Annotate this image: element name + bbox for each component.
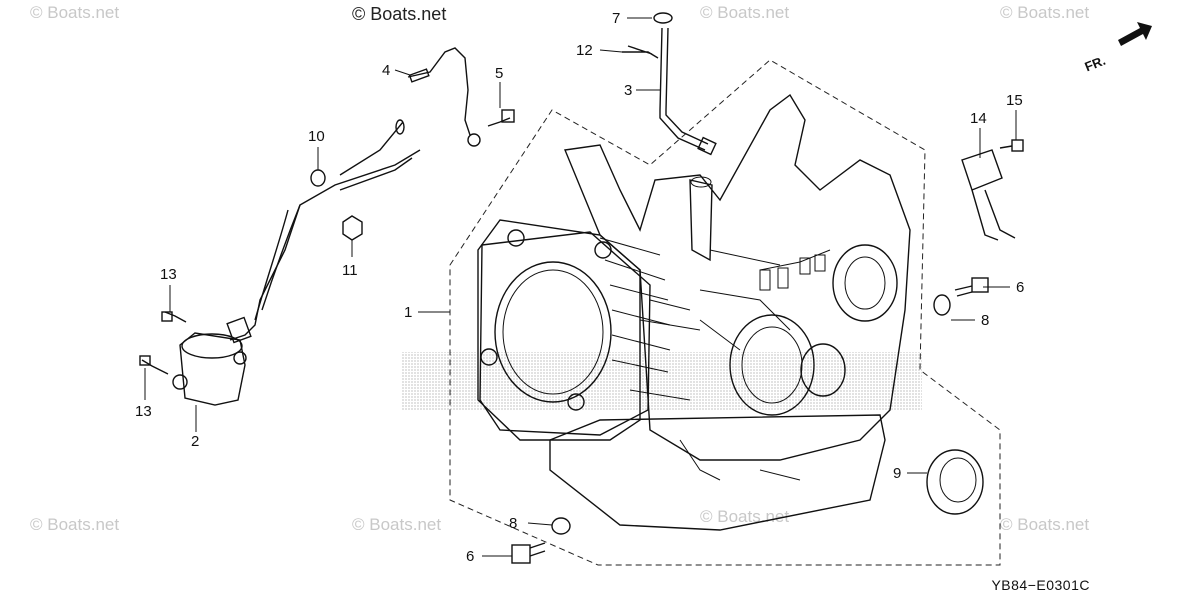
oil-seal-9 <box>926 449 984 515</box>
oil-dipstick <box>659 27 717 156</box>
watermark-top-right-a: © Boats.net <box>700 3 789 22</box>
sensor-14 <box>961 149 1016 241</box>
bolt-6-lower <box>511 542 546 564</box>
leader-lines <box>144 17 1017 557</box>
watermark-bottom-center: © Boats.net <box>352 515 441 534</box>
bolt-5 <box>487 109 515 127</box>
nut-11 <box>342 215 363 241</box>
bolt-6-upper <box>954 277 989 297</box>
callout-11: 11 <box>342 262 358 279</box>
oil-sensor-wire <box>172 119 421 406</box>
callout-15: 15 <box>1006 92 1023 109</box>
ignition-wire <box>407 47 481 147</box>
watermark-top-left: © Boats.net <box>30 3 119 22</box>
bolt-15 <box>999 139 1024 152</box>
bolt-13-lower <box>139 355 169 375</box>
bolt-13-upper <box>161 311 187 323</box>
cylinder-barrel <box>477 219 671 441</box>
callout-3: 3 <box>624 82 632 99</box>
front-direction-label: FR. <box>1083 53 1108 75</box>
callout-8-lower: 8 <box>509 515 517 532</box>
callout-14: 14 <box>970 110 987 127</box>
clip-12 <box>622 45 659 59</box>
watermark-bottom-left: © Boats.net <box>30 515 119 534</box>
callout-1: 1 <box>404 304 412 321</box>
watermark-bottom-mid: © Boats.net <box>700 507 789 526</box>
watermark-top-center: © Boats.net <box>352 4 446 24</box>
front-direction-arrow: FR. <box>1083 22 1152 74</box>
assembly-outline <box>449 59 1001 566</box>
callout-13-upper: 13 <box>160 266 177 283</box>
crankcase-body <box>549 93 911 531</box>
washer-8-upper <box>933 294 951 316</box>
callout-5: 5 <box>495 65 503 82</box>
diagram-code: YB84−E0301C <box>991 577 1090 593</box>
washer-8-lower <box>551 517 571 535</box>
callout-4: 4 <box>382 62 390 79</box>
callout-8-upper: 8 <box>981 312 989 329</box>
callout-9: 9 <box>893 465 901 482</box>
callout-7: 7 <box>612 10 620 27</box>
callout-6-lower: 6 <box>466 548 474 565</box>
shaded-band <box>402 352 922 410</box>
cap-7 <box>653 12 673 24</box>
callout-2: 2 <box>191 433 199 450</box>
callout-6-upper: 6 <box>1016 279 1024 296</box>
callout-13-lower: 13 <box>135 403 152 420</box>
watermark-top-right-b: © Boats.net <box>1000 3 1089 22</box>
washer-10 <box>310 169 326 187</box>
callout-12: 12 <box>576 42 593 59</box>
callout-10: 10 <box>308 128 325 145</box>
watermark-bottom-right: © Boats.net <box>1000 515 1089 534</box>
